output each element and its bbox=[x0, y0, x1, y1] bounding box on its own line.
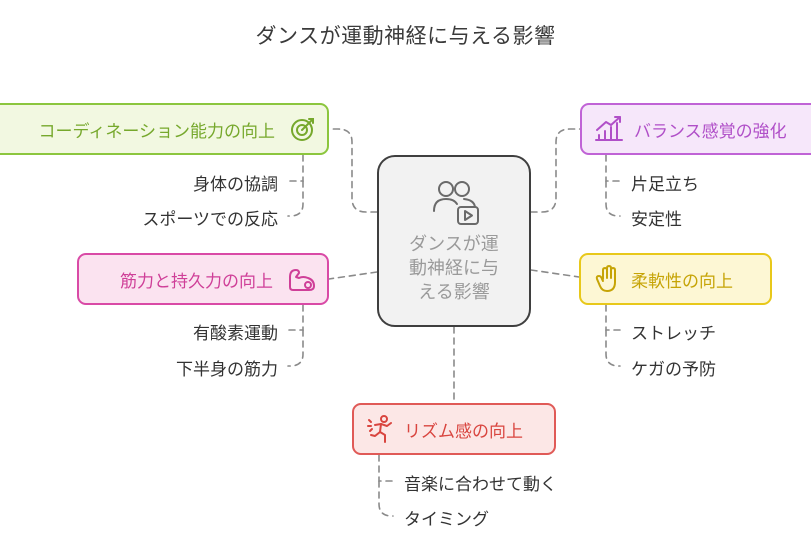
leaf-flexibility-2: ケガの予防 bbox=[631, 360, 716, 380]
leaf-coordination-2: スポーツでの反応 bbox=[142, 210, 278, 230]
center-node: ダンスが運 動神経に与 える影響 bbox=[377, 155, 531, 327]
leaf-strength-1: 有酸素運動 bbox=[193, 324, 278, 344]
branch-balance: バランス感覚の強化 bbox=[580, 103, 811, 155]
flexed-arm-icon bbox=[289, 269, 315, 291]
leaf-balance-1: 片足立ち bbox=[631, 175, 699, 195]
connector-coordination bbox=[328, 128, 378, 213]
center-label: ダンスが運 動神経に与 える影響 bbox=[409, 234, 499, 303]
branch-strength: 筋力と持久力の向上 bbox=[77, 253, 329, 305]
chart-growth-icon bbox=[595, 116, 623, 141]
branch-strength-label: 筋力と持久力の向上 bbox=[120, 271, 273, 292]
leaf-connector-coordination-1 bbox=[287, 154, 304, 182]
diagram-title: ダンスが運動神経に与える影響 bbox=[255, 24, 556, 48]
branch-flexibility: 柔軟性の向上 bbox=[579, 253, 772, 305]
leaf-connector-balance-2 bbox=[605, 180, 621, 217]
leaf-rhythm-1: 音楽に合わせて動く bbox=[404, 475, 557, 495]
leaf-connector-flexibility-2 bbox=[605, 329, 621, 367]
branch-rhythm: リズム感の向上 bbox=[352, 403, 556, 455]
connector-flexibility bbox=[530, 269, 580, 278]
leaf-connector-strength-1 bbox=[287, 304, 304, 331]
branch-rhythm-label: リズム感の向上 bbox=[404, 421, 523, 442]
leaf-connector-strength-2 bbox=[287, 329, 304, 367]
people-video-icon bbox=[433, 181, 479, 225]
dancer-icon bbox=[367, 415, 392, 443]
target-icon bbox=[291, 118, 314, 141]
leaf-connector-flexibility-1 bbox=[605, 304, 621, 331]
leaf-connector-rhythm-1 bbox=[378, 454, 394, 482]
leaf-connector-coordination-2 bbox=[287, 180, 304, 217]
leaf-balance-2: 安定性 bbox=[631, 210, 682, 230]
branch-coordination-label: コーディネーション能力の向上 bbox=[38, 121, 275, 142]
leaf-flexibility-1: ストレッチ bbox=[631, 324, 716, 344]
hand-icon bbox=[595, 265, 616, 292]
leaf-connector-balance-1 bbox=[605, 154, 621, 182]
leaf-strength-2: 下半身の筋力 bbox=[176, 360, 278, 380]
connector-balance bbox=[530, 128, 581, 213]
branch-flexibility-label: 柔軟性の向上 bbox=[631, 271, 733, 292]
branch-coordination: コーディネーション能力の向上 bbox=[0, 103, 329, 155]
leaf-connector-rhythm-2 bbox=[378, 480, 394, 517]
leaf-rhythm-2: タイミング bbox=[404, 510, 489, 530]
leaf-coordination-1: 身体の協調 bbox=[193, 175, 278, 195]
branch-balance-label: バランス感覚の強化 bbox=[634, 121, 787, 142]
connector-strength bbox=[328, 271, 378, 280]
